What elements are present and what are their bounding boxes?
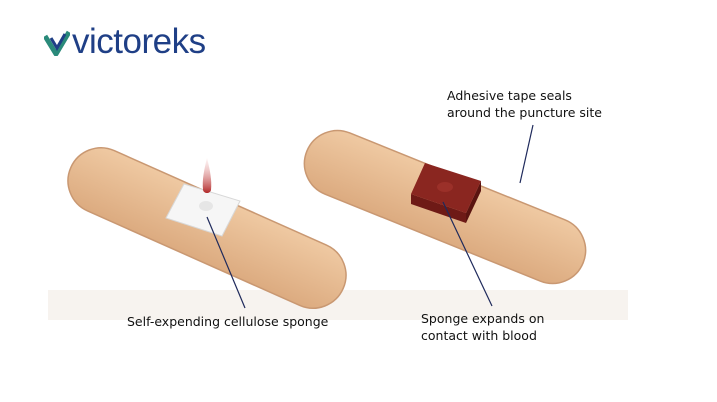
blood-drop-icon [202,158,212,193]
brand-name: victoreks [72,22,206,61]
expanded-sponge-front [466,181,481,223]
leader-line-sponge [206,216,246,309]
label-sponge-text: Self-expending cellulose sponge [127,314,329,329]
label-sponge: Self-expending cellulose sponge [127,313,328,330]
label-sponge-expands: Sponge expands on contact with blood [421,310,544,344]
bandage-dry [67,147,347,309]
label-expand-line2: contact with blood [421,328,537,343]
label-adhesive-tape: Adhesive tape seals around the puncture … [447,87,602,121]
logo-v-icon [44,30,70,56]
label-expand-line1: Sponge expands on [421,311,545,326]
label-tape-line1: Adhesive tape seals [447,88,572,103]
expanded-sponge-side [411,194,466,223]
leader-line-expand [442,201,493,307]
leader-line-tape [519,124,534,184]
brand-logo[interactable]: victoreks [44,24,206,59]
label-tape-line2: around the puncture site [447,105,602,120]
